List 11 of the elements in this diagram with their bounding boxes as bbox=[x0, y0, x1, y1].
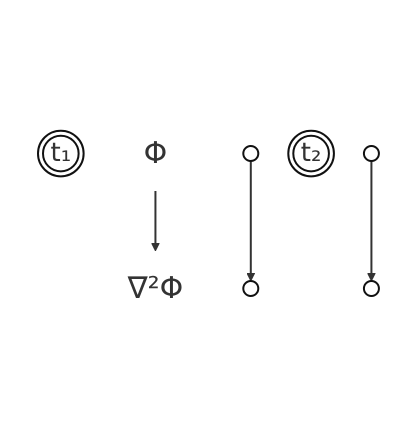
arrow bbox=[151, 190, 160, 251]
node-circle: t₁ bbox=[37, 129, 85, 177]
node-text: Φ bbox=[144, 136, 168, 170]
node-text: ∇²Φ bbox=[128, 270, 184, 306]
node-ellipse bbox=[242, 144, 260, 162]
node-ellipse bbox=[362, 144, 380, 162]
arrow bbox=[246, 160, 256, 281]
node-circle: t₂ bbox=[287, 129, 335, 177]
node-ellipse bbox=[242, 280, 260, 296]
arrow bbox=[367, 160, 376, 281]
node-ellipse bbox=[362, 280, 380, 296]
